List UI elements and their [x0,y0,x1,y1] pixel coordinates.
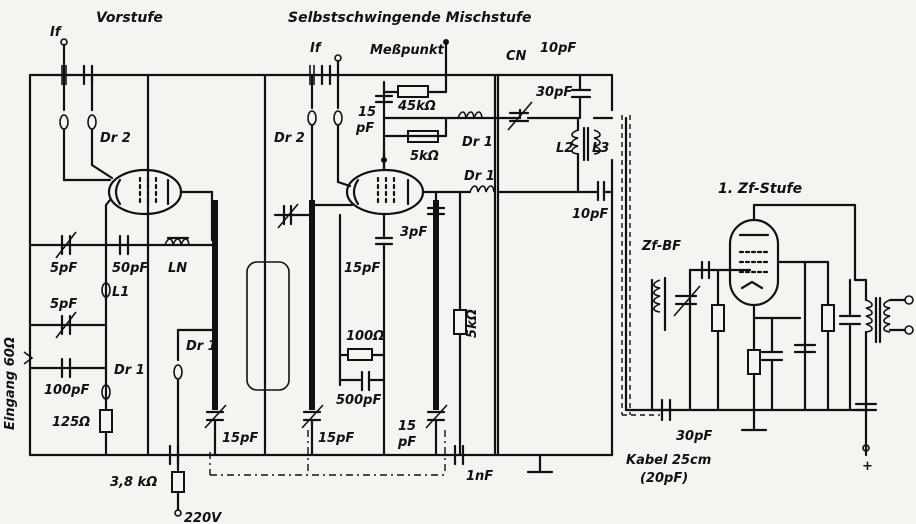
label-c-5pf-b: 5pF [50,297,77,312]
trimmers-bottom [204,404,448,457]
label-r-5k-top: 5kΩ [410,149,439,164]
label-c-15pf-c-1: 15 [398,419,416,434]
label-c-10pf-top: 10pF [540,41,576,56]
label-kabel-2: (20pF) [640,471,688,486]
tube-vorstufe [104,168,214,302]
label-c-15pf-b: 15pF [318,431,354,446]
label-dr1-lower: Dr 1 [186,339,217,354]
lower-feed [168,327,218,517]
measuring-network [374,39,522,457]
label-dr2-left: Dr 2 [100,131,131,146]
label-c-15pf-grid-2: pF [355,121,374,136]
label-c-15pf-a: 15pF [222,431,258,446]
label-c-15pf-grid-1: 15 [358,105,376,120]
label-r-125: 125Ω [52,415,90,430]
label-r-45k: 45kΩ [397,99,436,114]
label-dr1-top: Dr 1 [462,135,493,150]
if-stage [650,203,914,457]
label-l1: L1 [112,285,129,300]
label-zf-stufe: 1. Zf-Stufe [718,181,802,197]
mischstufe-lower [338,190,554,474]
label-plus: + [862,459,873,474]
top-feed-capacitors [61,64,332,86]
label-c-30pf-bottom: 30pF [676,429,712,444]
label-c-50pf: 50pF [112,261,148,276]
label-c-100pf: 100pF [44,383,89,398]
input-network [23,231,214,457]
label-c-500pf: 500pF [336,393,381,408]
label-c-30pf-top: 30pF [536,85,572,100]
ganging-lines [209,430,446,476]
label-r-5k-vert: 5kΩ [465,309,480,338]
label-c-15pf-c-2: pF [397,435,416,450]
tube-mischstufe [345,168,472,216]
label-mischstufe: Selbstschwingende Mischstufe [288,10,532,26]
label-eingang: Eingang 60Ω [3,337,18,430]
cn-oscillator [469,73,614,202]
label-dr1-mid: Dr 1 [464,169,495,184]
label-c-1nf: 1nF [466,469,493,484]
label-r-100: 100Ω [346,329,384,344]
label-zf-bf: Zf-BF [641,239,681,254]
label-messpunkt: Meßpunkt [370,43,445,58]
label-cn: CN [506,49,527,64]
label-ln: LN [168,261,187,276]
label-c-3pf: 3pF [400,225,427,240]
label-vorstufe: Vorstufe [96,10,163,26]
label-kabel-1: Kabel 25cm [626,453,711,468]
label-if-mid: If [310,41,323,56]
label-r-38k: 3,8 kΩ [110,475,157,490]
label-c-15pf-mid: 15pF [344,261,380,276]
tuned-lines [212,200,439,410]
label-if-left: If [50,25,63,40]
cable-shield [621,115,674,416]
label-l3: L3 [592,141,609,156]
label-dr2-mid: Dr 2 [274,131,305,146]
if-terminals [60,38,342,77]
label-dr1-left: Dr 1 [114,363,145,378]
label-c-5pf-a: 5pF [50,261,77,276]
choke-dr2-left [59,73,114,182]
label-v-220: 220V [184,511,222,524]
choke-dr2-mid [273,73,354,229]
label-l2: L2 [556,141,573,156]
frame-wires [28,73,614,457]
label-c-10pf-mid: 10pF [572,207,608,222]
